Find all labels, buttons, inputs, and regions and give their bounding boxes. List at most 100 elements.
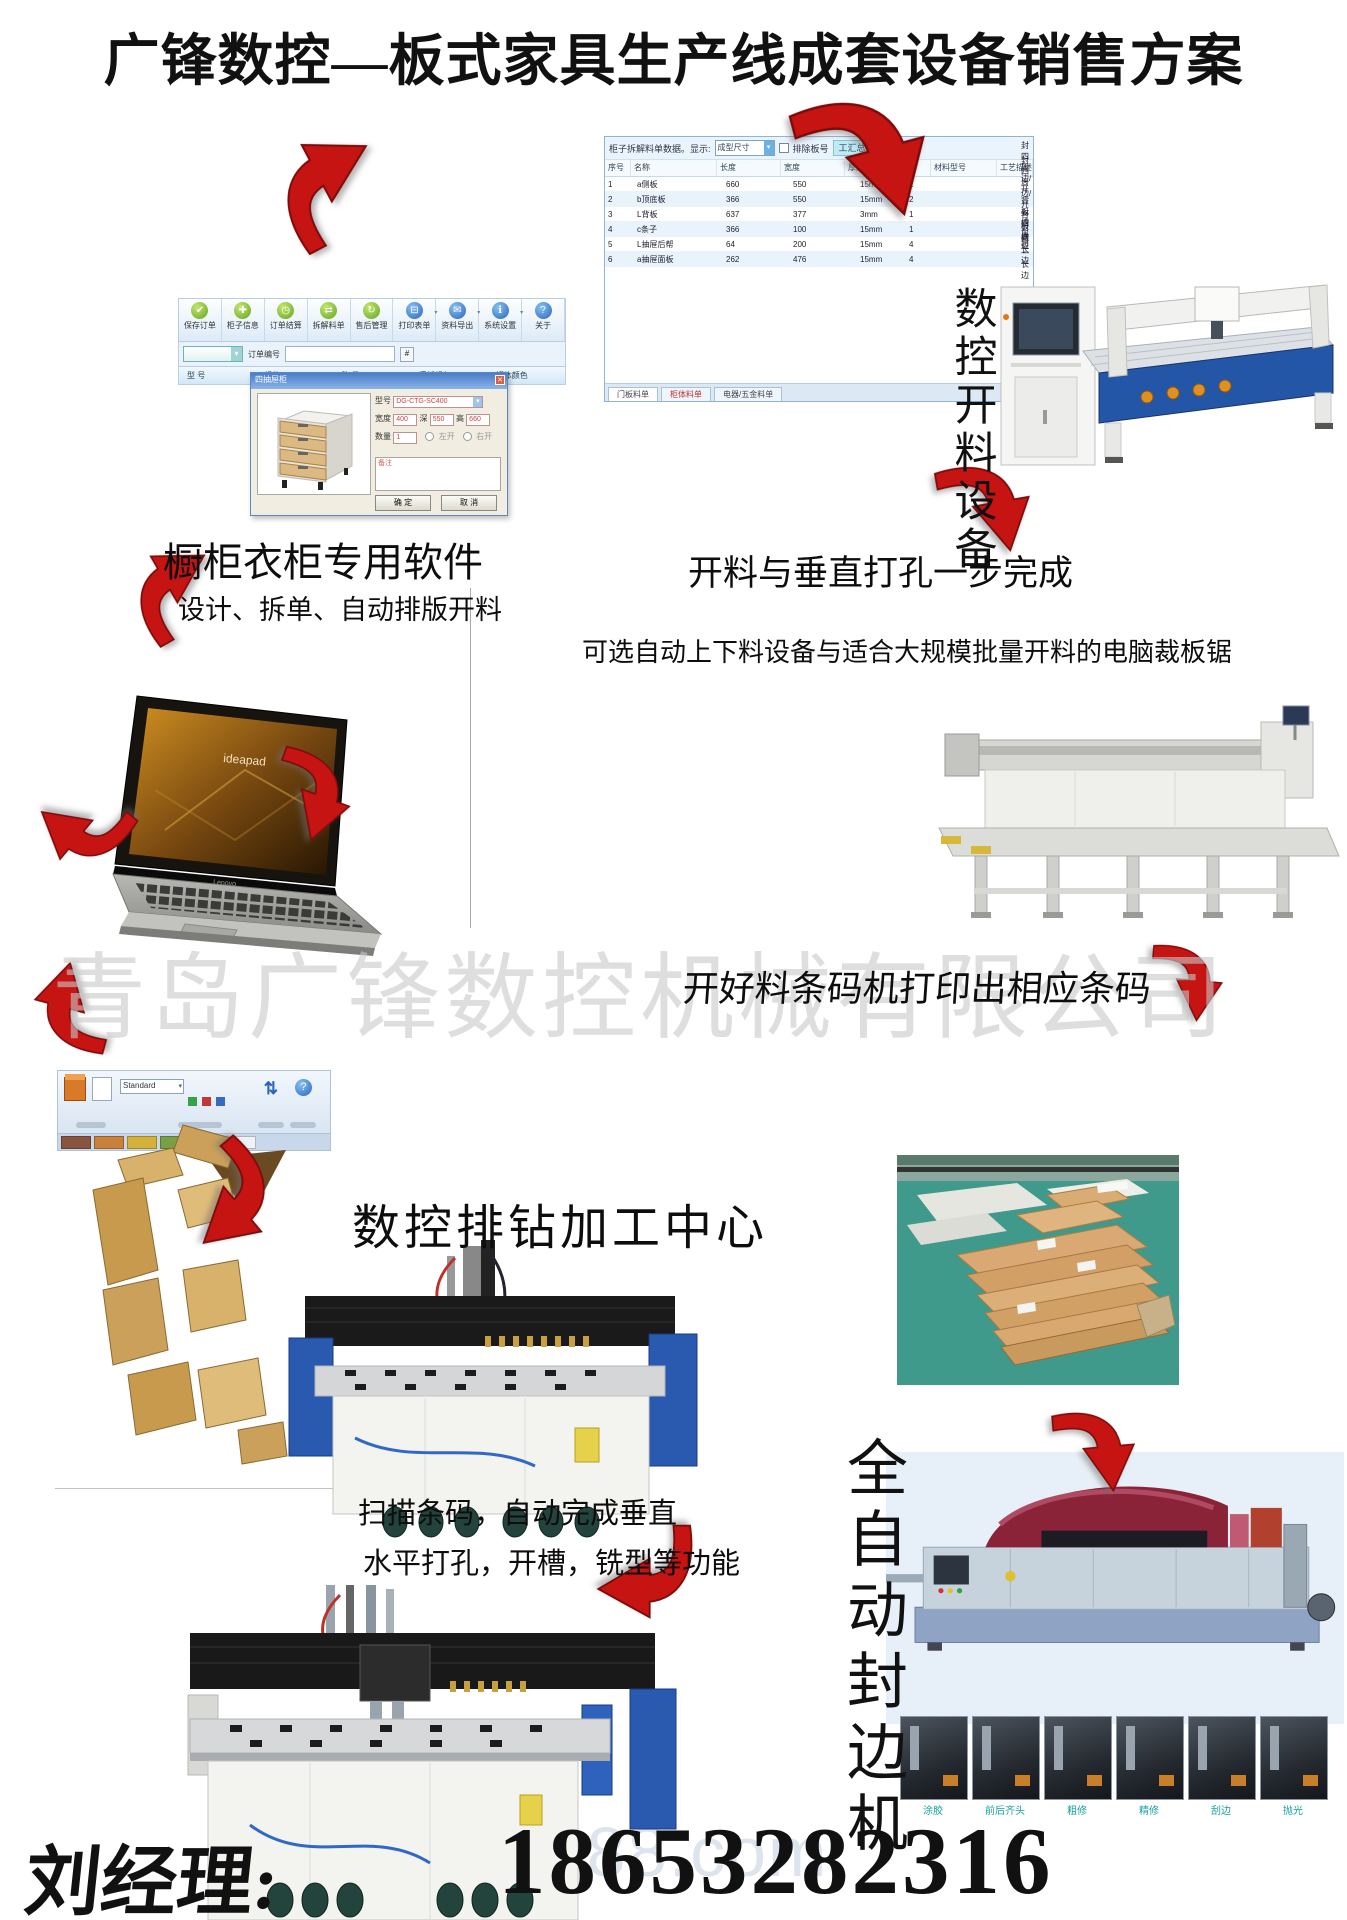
toolbar-button-label: 关于 [535,321,552,330]
ribbon-tab[interactable] [61,1135,91,1149]
document-icon[interactable] [92,1077,112,1101]
toolbar-button[interactable]: ✉ 资料导出 [436,299,480,341]
toolbar-button-icon: ? [534,302,552,319]
order-bar: 订单编号 # [178,342,566,367]
group-label [178,1122,222,1128]
remark-textarea[interactable]: 备注 [375,457,501,491]
flow-arrow [1023,1397,1176,1504]
exclude-label: 排除板号 [792,143,829,154]
left-open-radio[interactable] [425,431,435,441]
cube-icon[interactable] [64,1074,86,1101]
delete-icon[interactable] [202,1097,211,1106]
toolbar-button[interactable]: ℹ 系统设置 [479,299,523,341]
cancel-button[interactable]: 取 消 [441,495,497,511]
ribbon-bar: Standard ⇅ ? [57,1070,331,1134]
cabinet-preview-image [257,393,371,495]
order-grid-column: 柜体颜色 [495,371,528,380]
help-icon[interactable]: ? [295,1079,312,1096]
depth-input[interactable]: 550 [429,414,454,426]
toolbar-button-label: 订单结算 [269,321,302,330]
height-label: 高 [455,414,464,423]
toolbar-button-icon: ✚ [234,302,252,319]
model-field: 型号 DG-CTG-SC400 [375,395,484,408]
step-thumbnail-label: 精修 [1139,1806,1159,1817]
size-fields: 宽度 400 深 550 高 660 [375,413,491,426]
close-icon[interactable]: ✕ [495,375,505,385]
model-select[interactable]: DG-CTG-SC400 [393,396,484,408]
ok-button[interactable]: 确 定 [375,495,431,511]
display-mode-select[interactable]: 成型尺寸 [714,140,775,156]
scan-step-line2: 水平打孔，开槽，铣型等功能 [363,1548,741,1580]
dialog-title: 四抽屉柜 [255,375,287,384]
toolbar-button-label: 拆解料单 [312,321,345,330]
toolbar-button-label: 系统设置 [484,321,517,330]
width-input[interactable]: 400 [393,414,418,426]
toolbar-button[interactable]: ↻ 售后管理 [351,299,394,341]
scan-step-line1: 扫描条码，自动完成垂直 [358,1498,678,1530]
qty-field: 数量 1 左开 右开 [375,431,492,444]
order-search-button[interactable]: # [400,346,414,362]
height-input[interactable]: 660 [466,414,491,426]
toolbar-button-icon: ⊟ [405,302,423,319]
toolbar-button-label: 柜子信息 [226,321,259,330]
bottom-ptp-machine-image [130,1585,710,1920]
step-thumbnail-photo [1260,1716,1328,1800]
left-open-label: 左开 [438,432,455,441]
divider-line [55,1488,335,1489]
parts-list-tab[interactable]: 柜体料单 [661,387,711,401]
ribbon-tab[interactable] [127,1135,157,1149]
toggle-icon[interactable] [188,1097,197,1106]
toolbar-button[interactable]: ⇄ 拆解料单 [308,299,351,341]
style-select[interactable]: Standard [120,1079,184,1094]
divider-line [470,588,471,928]
software-caption: 橱柜衣柜专用软件 [163,540,483,585]
toolbar-button-icon: ◷ [277,302,295,319]
view-icon[interactable] [216,1097,225,1106]
toolbar-button-icon: ✉ [448,302,466,319]
col-width: 宽度 [781,160,845,176]
toolbar-button-label: 保存订单 [183,321,216,330]
toolbar-button-icon: ✔ [191,302,209,319]
step-thumbnail-photo [1044,1716,1112,1800]
toolbar-button[interactable]: ? 关于 [522,299,566,341]
step-thumbnail-cell: 抛光 [1260,1716,1328,1817]
toolbar-button-icon: ⇄ [320,302,338,319]
exploded-cabinet-image [88,1120,328,1490]
company-watermark: 青岛广锋数控机械有限公司 [52,947,1229,1051]
drawer-cabinet-dialog: 四抽屉柜 ✕ 型号 DG-CTG-SC400 宽度 4 [250,372,508,516]
contact-phone: 18653282316 [498,1808,1054,1914]
exclude-checkbox[interactable] [778,143,789,153]
parts-list-tabs: 门板料单柜体料单电器/五金料单 [605,383,1033,401]
parts-list-tab[interactable]: 电器/五金料单 [714,387,783,401]
svg-text:ideapad: ideapad [223,751,267,769]
parts-list-tab[interactable]: 门板料单 [608,387,658,401]
order-no-input[interactable] [285,346,395,362]
software-subcaption: 设计、拆单、自动排版开料 [178,595,502,625]
toolbar-button[interactable]: ⊟ 打印表单 [393,299,437,341]
ribbon-tab[interactable] [94,1135,124,1149]
order-type-select[interactable] [183,346,243,362]
col-index: 序号 [605,160,631,176]
qty-input[interactable]: 1 [393,432,418,444]
group-label [258,1122,284,1128]
cnc-router-image [995,245,1347,480]
step-thumbnail-photo [1188,1716,1256,1800]
beam-saw-image [935,688,1340,933]
step-two-text: 可选自动上下料设备与适合大规模批量开料的电脑裁板锯 [582,638,1233,667]
step-thumbnail-cell: 精修 [1116,1716,1184,1817]
toolbar-button-label: 资料导出 [441,321,474,330]
toolbar-button[interactable]: ✔ 保存订单 [179,299,222,341]
right-open-radio[interactable] [462,431,472,441]
step-thumbnail-photo [900,1716,968,1800]
toolbar-button[interactable]: ◷ 订单结算 [265,299,308,341]
step-one-text: 开料与垂直打孔一步完成 [688,554,1074,593]
toolbar-button[interactable]: ✚ 柜子信息 [222,299,265,341]
dialog-titlebar[interactable]: 四抽屉柜 ✕ [251,373,507,389]
structure-tool-icon[interactable]: ⇅ [263,1079,278,1098]
